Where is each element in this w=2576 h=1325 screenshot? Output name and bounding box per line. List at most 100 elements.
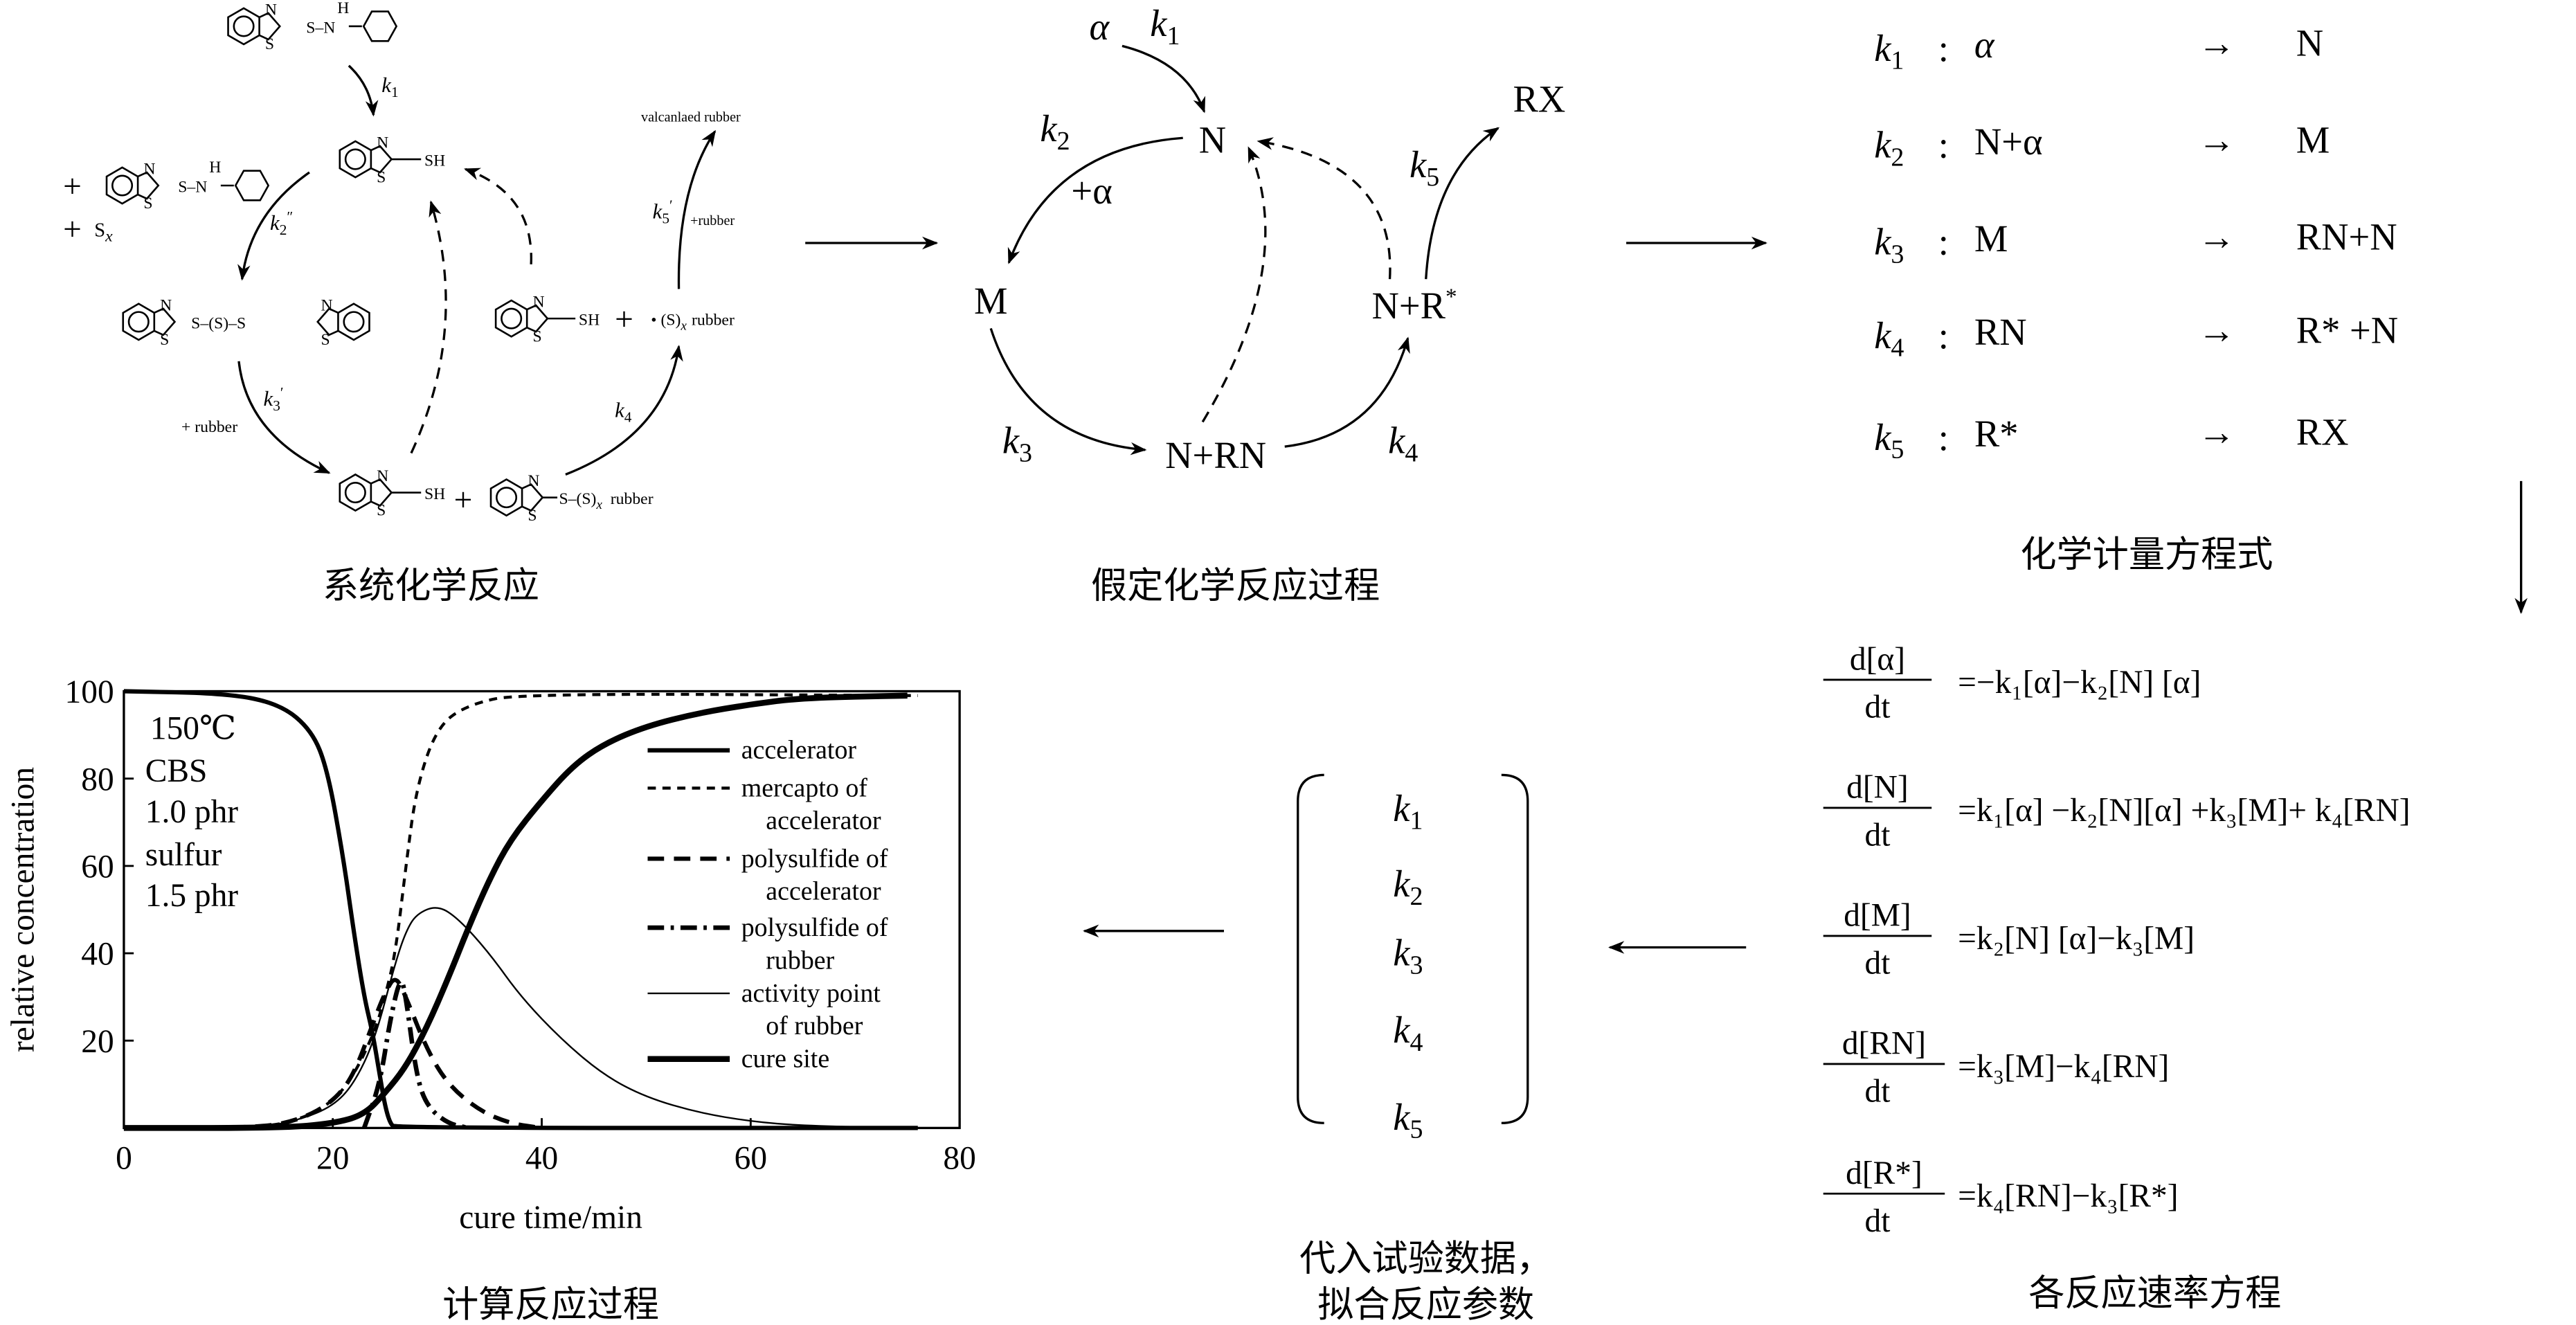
legend-label: polysulfide of [741, 844, 888, 873]
colon: : [1938, 314, 1949, 357]
condition-annotation: 1.5 phr [145, 878, 239, 914]
legend-label: activity point [741, 979, 881, 1008]
condition-annotation: CBS [145, 753, 208, 789]
condition-annotation: 150℃ [150, 710, 236, 746]
k4-label: k4 [615, 398, 632, 425]
rate-constant-param: k1 [1393, 787, 1423, 836]
legend-entry: cure site [647, 1045, 829, 1074]
derivative-denominator: dt [1865, 1203, 1891, 1239]
rate-equation: d[R*] dt =k₄[RN]−k₃[R*] [1823, 1155, 2179, 1239]
k1-label: k1 [381, 73, 398, 100]
x-axis-label: cure time/min [459, 1200, 642, 1236]
x-tick-label: 40 [525, 1141, 558, 1177]
y-tick-label: 60 [81, 849, 114, 885]
y-tick-label: 40 [81, 937, 114, 973]
arrow-alpha-to-n [1122, 44, 1206, 114]
y-tick-label: 20 [81, 1024, 114, 1060]
rate-expression: =k₄[RN]−k₃[R*] [1958, 1178, 2178, 1214]
rate-equations-panel: d[α]dt=−k₁[α]−k₂[N] [α]d[N]dt=k₁[α] −k₂[… [1823, 642, 2411, 1239]
s-n-bond: S–N [178, 178, 207, 196]
k5-label: k5′ [653, 197, 673, 227]
dashed-arrow-regeneration-2 [464, 168, 532, 264]
legend-entry: mercapto of accelerator [647, 773, 881, 836]
panel-title-stoichiometry: 化学计量方程式 [2020, 534, 2273, 575]
derivative-denominator: dt [1865, 945, 1891, 981]
k3-label: k3 [1002, 420, 1032, 468]
derivative-numerator: d[M] [1844, 898, 1911, 934]
s-n-bond: S–N [306, 19, 335, 37]
legend-label: mercapto of [741, 773, 868, 802]
stoichiometry-row: k5:R*→RX [1874, 411, 2348, 465]
rate-constant-param: k4 [1393, 1009, 1423, 1057]
assumed-process-panel: α k1 N k2 +α M k3 N+RN k4 N+R* k5 RX 假定化… [974, 2, 1565, 606]
colon: : [1938, 124, 1949, 166]
derivative-denominator: dt [1865, 689, 1891, 725]
panel-title-fitting-line1: 代入试验数据， [1299, 1238, 1552, 1280]
y-tick-label: 100 [65, 674, 114, 710]
k2-label: k2″ [270, 208, 293, 238]
cbs-reagent-left: + S–N H + Sx [63, 159, 269, 247]
derivative-numerator: d[RN] [1842, 1026, 1926, 1062]
plus-sign: + [63, 169, 82, 205]
rate-constant: k1 [1874, 27, 1904, 75]
alpha-label: α [1090, 6, 1110, 48]
arrow-k3 [237, 361, 331, 474]
y-axis-label: relative concentration [5, 767, 41, 1052]
sh-label: SH [424, 152, 445, 170]
sulfur-x-label: Sx [94, 220, 113, 246]
product: R* +N [2296, 309, 2398, 352]
derivative-numerator: d[R*] [1846, 1155, 1922, 1191]
legend-label: accelerator [766, 806, 881, 836]
rate-equation: d[α]dt=−k₁[α]−k₂[N] [α] [1823, 642, 2201, 725]
reaction-arrow: → [2197, 309, 2235, 352]
stoichiometry-panel: k1:α→Nk2:N+α→Mk3:M→RN+Nk4:RN→R* +Nk5:R*→… [1874, 22, 2398, 465]
arrow-rn-to-r-star [1284, 336, 1410, 448]
derivative-denominator: dt [1865, 817, 1891, 853]
series-line-polysulfide-of-accelerator [123, 977, 542, 1130]
series-line-cure-site [123, 692, 908, 1131]
series-line-accelerator [123, 689, 918, 1130]
rate-constant: k4 [1874, 314, 1904, 363]
reactant: α [1974, 24, 1995, 66]
species-m: M [974, 280, 1008, 322]
sh-label: SH [424, 485, 445, 503]
reaction-arrow: → [2197, 411, 2235, 453]
rate-expression: =k₁[α] −k₂[N][α] +k₃[M]+ k₄[RN] [1958, 793, 2410, 829]
stoichiometry-row: k4:RN→R* +N [1874, 309, 2398, 363]
legend-label: polysulfide of [741, 913, 888, 942]
arrow-k5 [677, 129, 717, 289]
species-n: N [1199, 119, 1226, 161]
arrow-k2 [237, 171, 310, 281]
s-s-s-chain: S–(S)–S [191, 314, 246, 332]
legend-entry: polysulfide of rubber [647, 913, 888, 975]
reaction-arrow: → [2197, 216, 2235, 258]
plus-sign: + [454, 483, 473, 519]
dashed-arrow-rn-to-n [1201, 146, 1267, 423]
rate-equation: d[N]dt=k₁[α] −k₂[N][α] +k₃[M]+ k₄[RN] [1823, 770, 2411, 853]
x-tick-label: 20 [316, 1141, 349, 1177]
dashed-arrow-regeneration-1 [410, 200, 447, 454]
colon: : [1938, 416, 1949, 458]
condition-annotation: 1.0 phr [145, 794, 239, 830]
product: RN+N [2296, 216, 2397, 258]
rate-constant: k3 [1874, 221, 1904, 269]
concentration-chart: relative concentration cure time/min 150… [5, 674, 975, 1236]
derivative-denominator: dt [1865, 1073, 1891, 1109]
legend-label: rubber [766, 946, 834, 975]
k2-label: k2 [1040, 107, 1070, 156]
panel-title-rate-equations: 各反应速率方程 [2028, 1273, 2281, 1315]
x-tick-label: 60 [735, 1141, 767, 1177]
system-reaction-panel: S–N H k1 SH + S–N H + Sx k2″ S [63, 0, 741, 606]
k1-label: k1 [1150, 2, 1180, 51]
plus-sign: + [63, 211, 82, 247]
h-label: H [337, 0, 349, 17]
stoichiometry-row: k3:M→RN+N [1874, 216, 2397, 269]
plus-sign: + [615, 302, 633, 338]
x-tick-label: 80 [943, 1141, 975, 1177]
reaction-arrow: → [2197, 119, 2235, 161]
legend-entry: accelerator [647, 736, 856, 765]
vulcanized-rubber-label: valcanlaed rubber [641, 110, 741, 125]
